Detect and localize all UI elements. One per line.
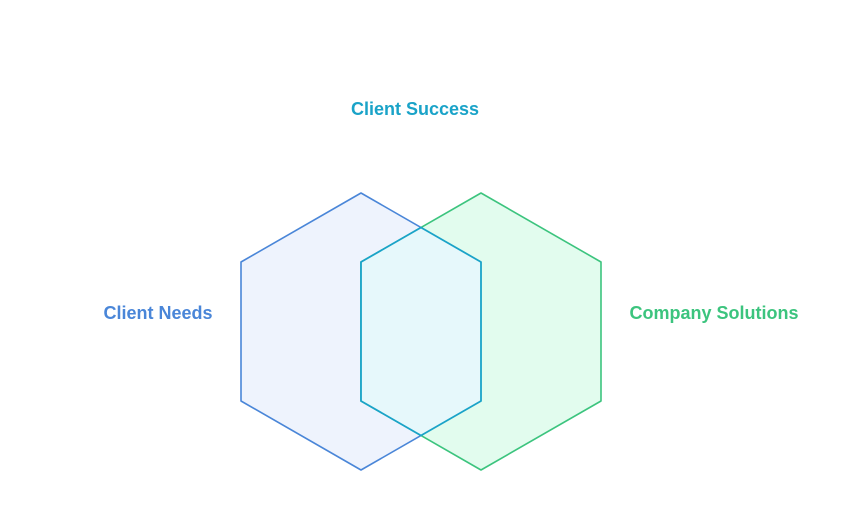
company-solutions-label: Company Solutions [629,303,798,323]
client-success-overlap [360,226,482,437]
client-needs-label: Client Needs [103,303,212,323]
client-success-label: Client Success [351,99,479,119]
